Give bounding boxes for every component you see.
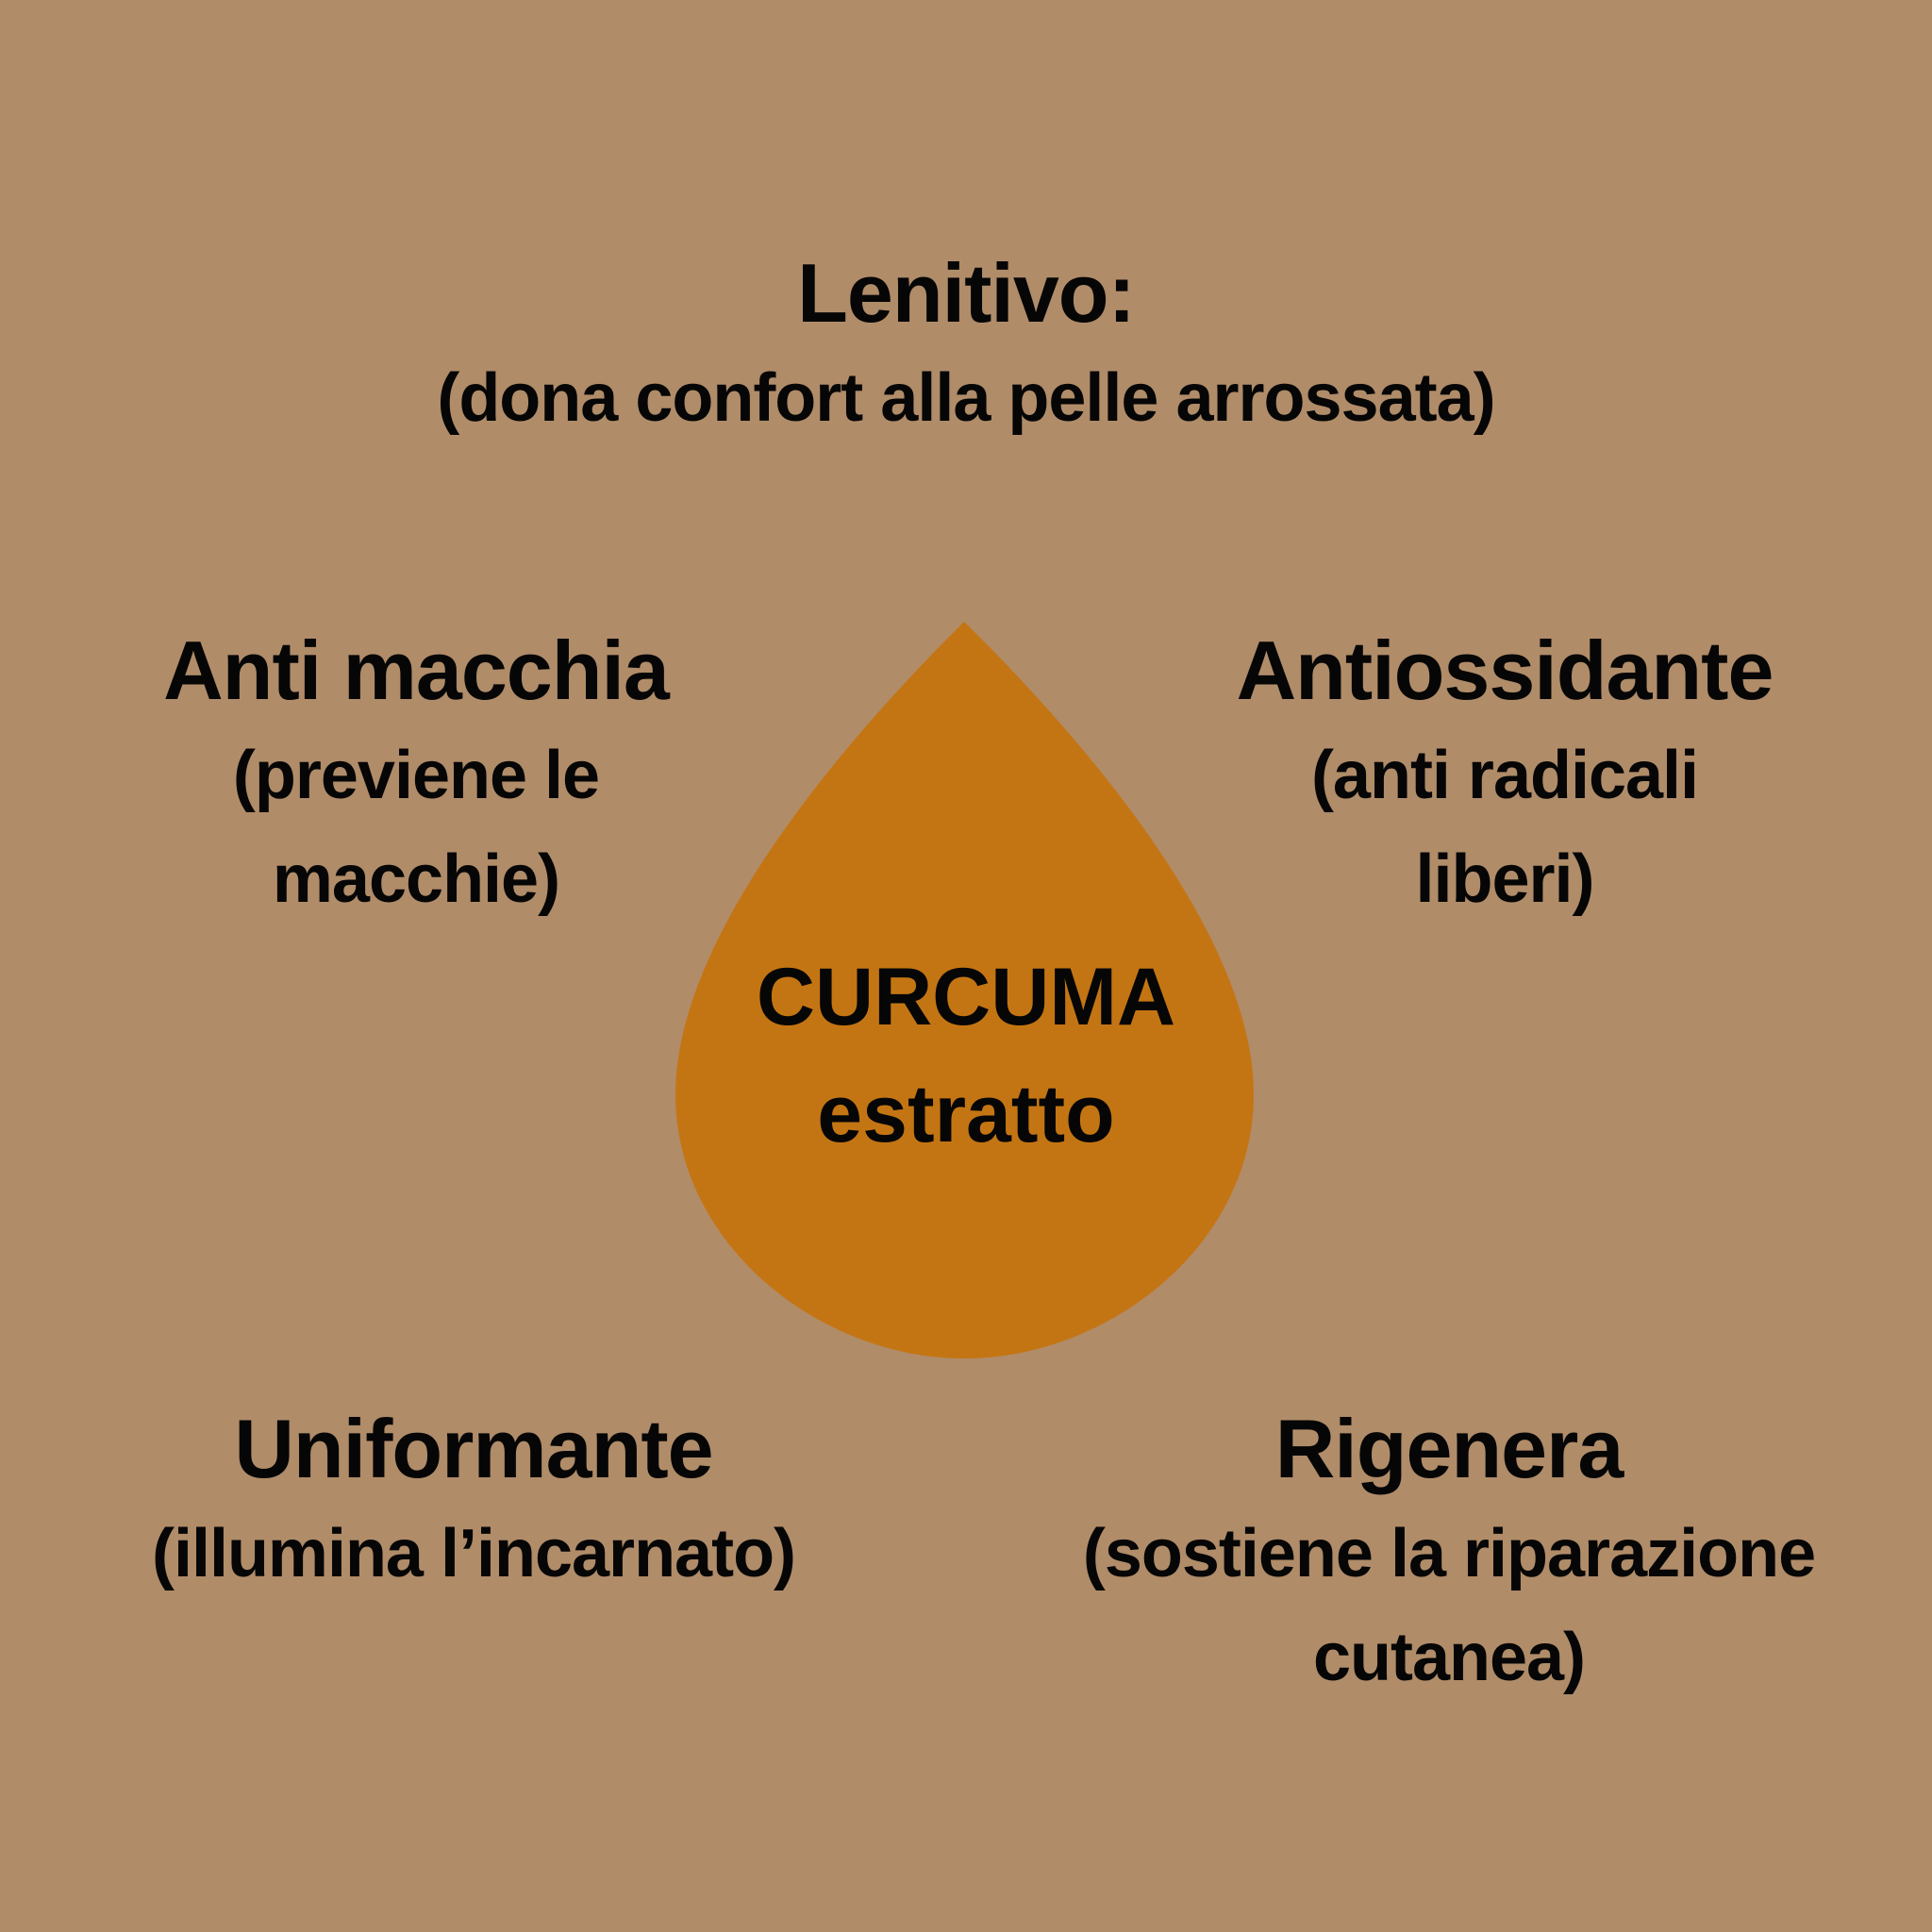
benefit-description: cutanea)	[1312, 1620, 1586, 1695]
benefit-lenitivo: Lenitivo: (dona confort alla pelle arros…	[437, 241, 1495, 450]
benefit-title: Lenitivo:	[797, 246, 1136, 340]
benefit-description: (dona confort alla pelle arrossata)	[437, 360, 1495, 436]
benefit-description: macchie)	[272, 841, 560, 917]
benefit-description: (anti radicali	[1310, 738, 1699, 813]
center-subtitle: estratto	[817, 1069, 1115, 1159]
benefit-anti-macchia: Anti macchia (previene le macchie)	[163, 618, 670, 931]
benefit-rigenera: Rigenera (sostiene la riparazione cutane…	[1082, 1396, 1816, 1709]
benefit-description: (sostiene la riparazione	[1082, 1516, 1816, 1591]
benefit-antiossidante: Antiossidante (anti radicali liberi)	[1237, 618, 1774, 931]
benefit-title: Anti macchia	[163, 624, 670, 717]
benefit-description: (illumina l’incarnato)	[151, 1516, 796, 1591]
benefit-uniformante: Uniformante (illumina l’incarnato)	[151, 1396, 796, 1606]
benefit-title: Antiossidante	[1236, 624, 1774, 717]
benefit-description: liberi)	[1415, 841, 1594, 917]
benefit-description: (previene le	[232, 738, 600, 813]
benefit-title: Uniformante	[234, 1402, 713, 1495]
benefit-title: Rigenera	[1274, 1402, 1624, 1495]
center-title: CURCUMA	[756, 952, 1176, 1042]
center-label: CURCUMA estratto	[757, 939, 1175, 1173]
